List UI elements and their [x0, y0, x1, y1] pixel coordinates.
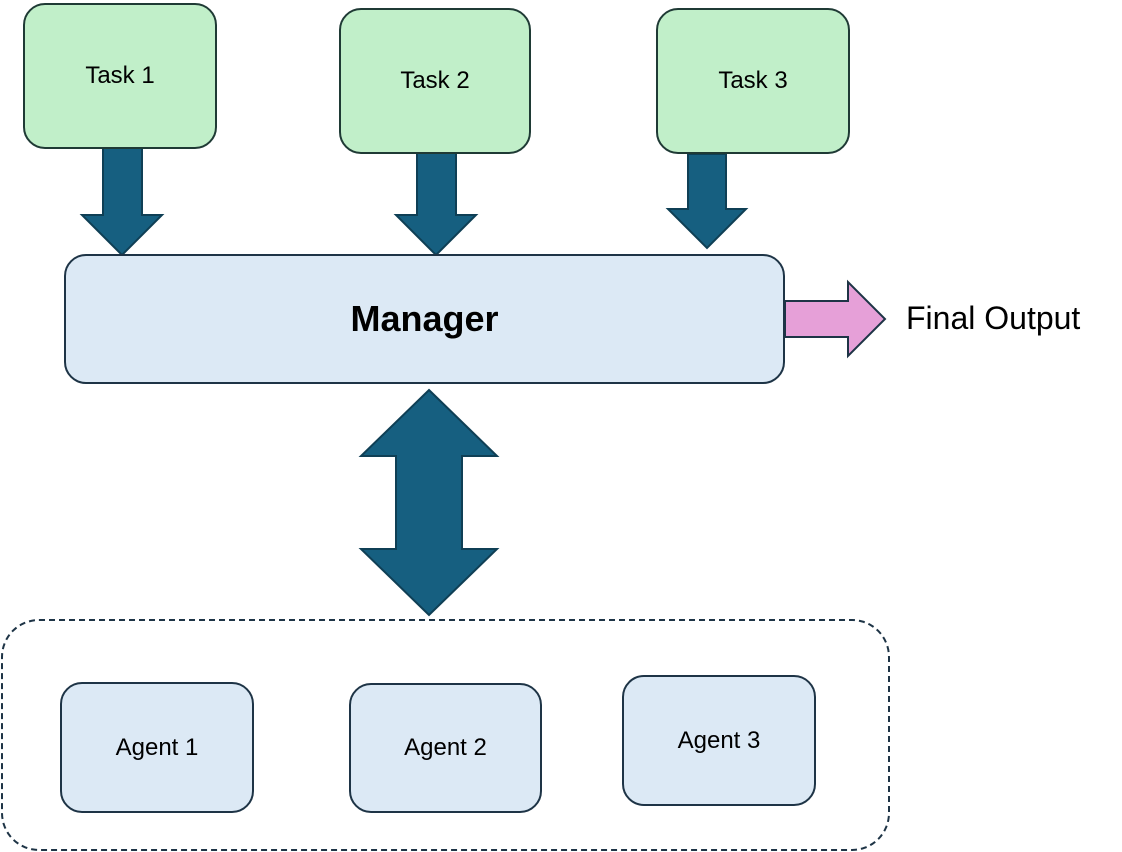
task-2-box: Task 2	[339, 8, 531, 154]
task-3-box: Task 3	[656, 8, 850, 154]
task-2-to-manager-arrow	[393, 151, 479, 257]
agent-1-box: Agent 1	[60, 682, 254, 813]
agent-2-label: Agent 2	[404, 734, 487, 761]
manager-to-output-arrow	[784, 279, 887, 359]
agent-3-box: Agent 3	[622, 675, 816, 806]
agent-1-label: Agent 1	[115, 733, 199, 761]
task-1-label: Task 1	[85, 62, 155, 89]
agent-2-box: Agent 2	[349, 683, 542, 813]
task-1-to-manager-arrow	[79, 145, 165, 257]
task-3-label: Task 3	[718, 67, 788, 94]
task-3-to-manager-arrow	[665, 153, 749, 250]
manager-box: Manager	[64, 254, 785, 384]
manager-label: Manager	[350, 298, 499, 339]
manager-agents-double-arrow	[358, 388, 500, 617]
final-output-label: Final Output	[906, 300, 1081, 336]
agent-3-label: Agent 3	[677, 726, 761, 754]
task-1-box: Task 1	[23, 3, 217, 149]
agent-group	[1, 619, 890, 851]
task-2-label: Task 2	[400, 67, 470, 94]
